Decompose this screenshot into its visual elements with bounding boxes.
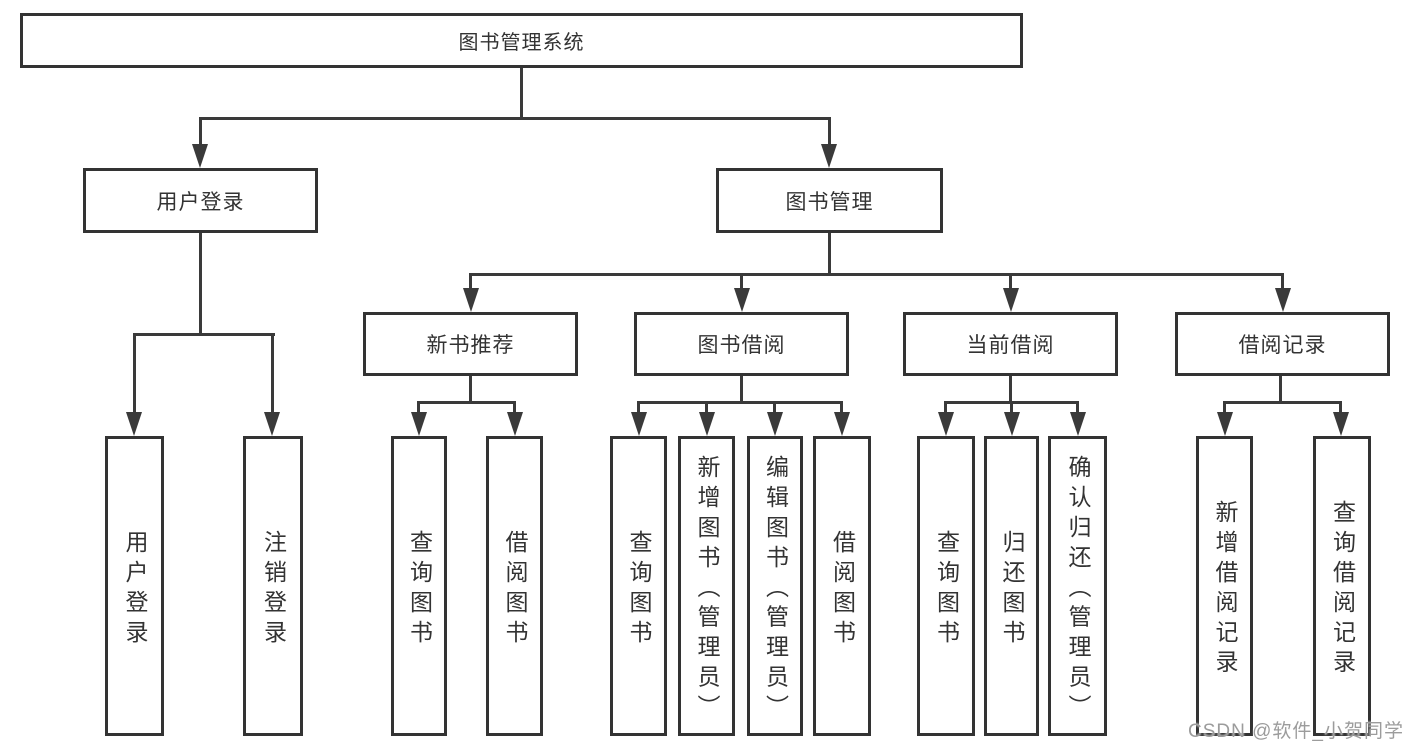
edge-drop-borrow-records: [1281, 273, 1284, 291]
edge-root-hbar: [199, 117, 831, 120]
node-leaf-return-book: 归还图书: [984, 436, 1039, 736]
edge-drop-book-borrow: [740, 273, 743, 291]
node-current-borrow: 当前借阅: [903, 312, 1118, 376]
edge-drop-leaf-user-login: [133, 333, 136, 415]
node-leaf-borrow-book-1: 借阅图书: [486, 436, 543, 736]
node-leaf-query-book-1: 查询图书: [391, 436, 447, 736]
node-leaf-user-login: 用户登录: [105, 436, 164, 736]
edge-borrow-records-stem: [1279, 376, 1282, 404]
node-leaf-borrow-book-2: 借阅图书: [813, 436, 871, 736]
node-label: 确认归还（管理员）: [1065, 454, 1091, 724]
arrowhead-borrow-records: [1275, 288, 1291, 312]
node-leaf-add-record: 新增借阅记录: [1196, 436, 1253, 736]
arrowhead-query-book-2: [631, 412, 647, 436]
node-leaf-query-book-3: 查询图书: [917, 436, 975, 736]
edge-drop-borrow-book-2: [840, 401, 843, 414]
edge-drop-query-book-3: [944, 401, 947, 414]
arrowhead-user-login: [192, 144, 208, 168]
arrowhead-query-record: [1333, 412, 1349, 436]
edge-drop-edit-book: [773, 401, 776, 414]
edge-drop-return-book: [1010, 401, 1013, 414]
arrowhead-add-book: [699, 412, 715, 436]
arrowhead-borrow-book-2: [834, 412, 850, 436]
node-leaf-add-book: 新增图书（管理员）: [678, 436, 735, 736]
arrowhead-return-book: [1004, 412, 1020, 436]
edge-user-login-stem: [199, 231, 202, 336]
node-book-mgmt: 图书管理: [716, 168, 943, 233]
edge-drop-current-borrow: [1009, 273, 1012, 291]
edge-drop-add-book: [705, 401, 708, 414]
arrowhead-new-book-rec: [463, 288, 479, 312]
edge-user-login-hbar: [133, 333, 275, 336]
node-label: 归还图书: [999, 529, 1025, 650]
arrowhead-borrow-book-1: [507, 412, 523, 436]
node-leaf-confirm-return: 确认归还（管理员）: [1048, 436, 1107, 736]
arrowhead-leaf-user-login: [126, 412, 142, 436]
edge-book-mgmt-stem: [828, 231, 831, 276]
node-book-borrow: 图书借阅: [634, 312, 849, 376]
node-label: 用户登录: [122, 529, 148, 650]
edge-borrow-records-hbar: [1223, 401, 1342, 404]
arrowhead-query-book-3: [938, 412, 954, 436]
node-label: 编辑图书（管理员）: [762, 454, 789, 724]
node-label: 借阅图书: [502, 529, 528, 650]
edge-book-borrow-hbar: [637, 401, 843, 404]
arrowhead-edit-book: [767, 412, 783, 436]
edge-book-borrow-stem: [740, 376, 743, 404]
edge-drop-confirm-return: [1076, 401, 1079, 414]
edge-root-stem: [520, 68, 523, 120]
node-leaf-edit-book: 编辑图书（管理员）: [747, 436, 803, 736]
node-new-book-rec: 新书推荐: [363, 312, 578, 376]
csdn-watermark: CSDN @软件_小贺同学: [1188, 721, 1404, 742]
arrowhead-current-borrow: [1003, 288, 1019, 312]
node-label: 借阅图书: [829, 529, 856, 650]
node-root: 图书管理系统: [20, 13, 1023, 68]
arrowhead-book-mgmt: [821, 144, 837, 168]
edge-book-mgmt-hbar: [469, 273, 1283, 276]
node-user-login: 用户登录: [83, 168, 318, 233]
node-leaf-query-record: 查询借阅记录: [1313, 436, 1371, 736]
edge-new-book-rec-hbar: [417, 401, 516, 404]
edge-current-borrow-stem: [1009, 376, 1012, 404]
arrowhead-query-book-1: [411, 412, 427, 436]
node-label: 查询图书: [406, 529, 433, 650]
node-label: 新增借阅记录: [1212, 499, 1238, 680]
arrowhead-book-borrow: [734, 288, 750, 312]
edge-drop-add-record: [1223, 401, 1226, 414]
edge-drop-query-book-2: [637, 401, 640, 414]
arrowhead-leaf-logout: [264, 412, 280, 436]
edge-drop-user-login: [199, 117, 202, 149]
edge-drop-new-book-rec: [469, 273, 472, 291]
node-label: 查询图书: [933, 529, 960, 650]
node-leaf-logout: 注销登录: [243, 436, 303, 736]
edge-drop-query-book-1: [417, 401, 420, 414]
edge-drop-query-record: [1339, 401, 1342, 414]
edge-new-book-rec-stem: [469, 376, 472, 404]
node-label: 查询图书: [626, 529, 652, 650]
node-label: 注销登录: [260, 529, 287, 650]
node-label: 查询借阅记录: [1329, 499, 1356, 680]
arrowhead-add-record: [1217, 412, 1233, 436]
arrowhead-confirm-return: [1070, 412, 1086, 436]
node-label: 新增图书（管理员）: [694, 454, 720, 724]
edge-drop-leaf-logout: [271, 333, 274, 415]
node-borrow-records: 借阅记录: [1175, 312, 1390, 376]
node-leaf-query-book-2: 查询图书: [610, 436, 667, 736]
edge-drop-borrow-book-1: [513, 401, 516, 414]
edge-drop-book-mgmt: [828, 117, 831, 149]
